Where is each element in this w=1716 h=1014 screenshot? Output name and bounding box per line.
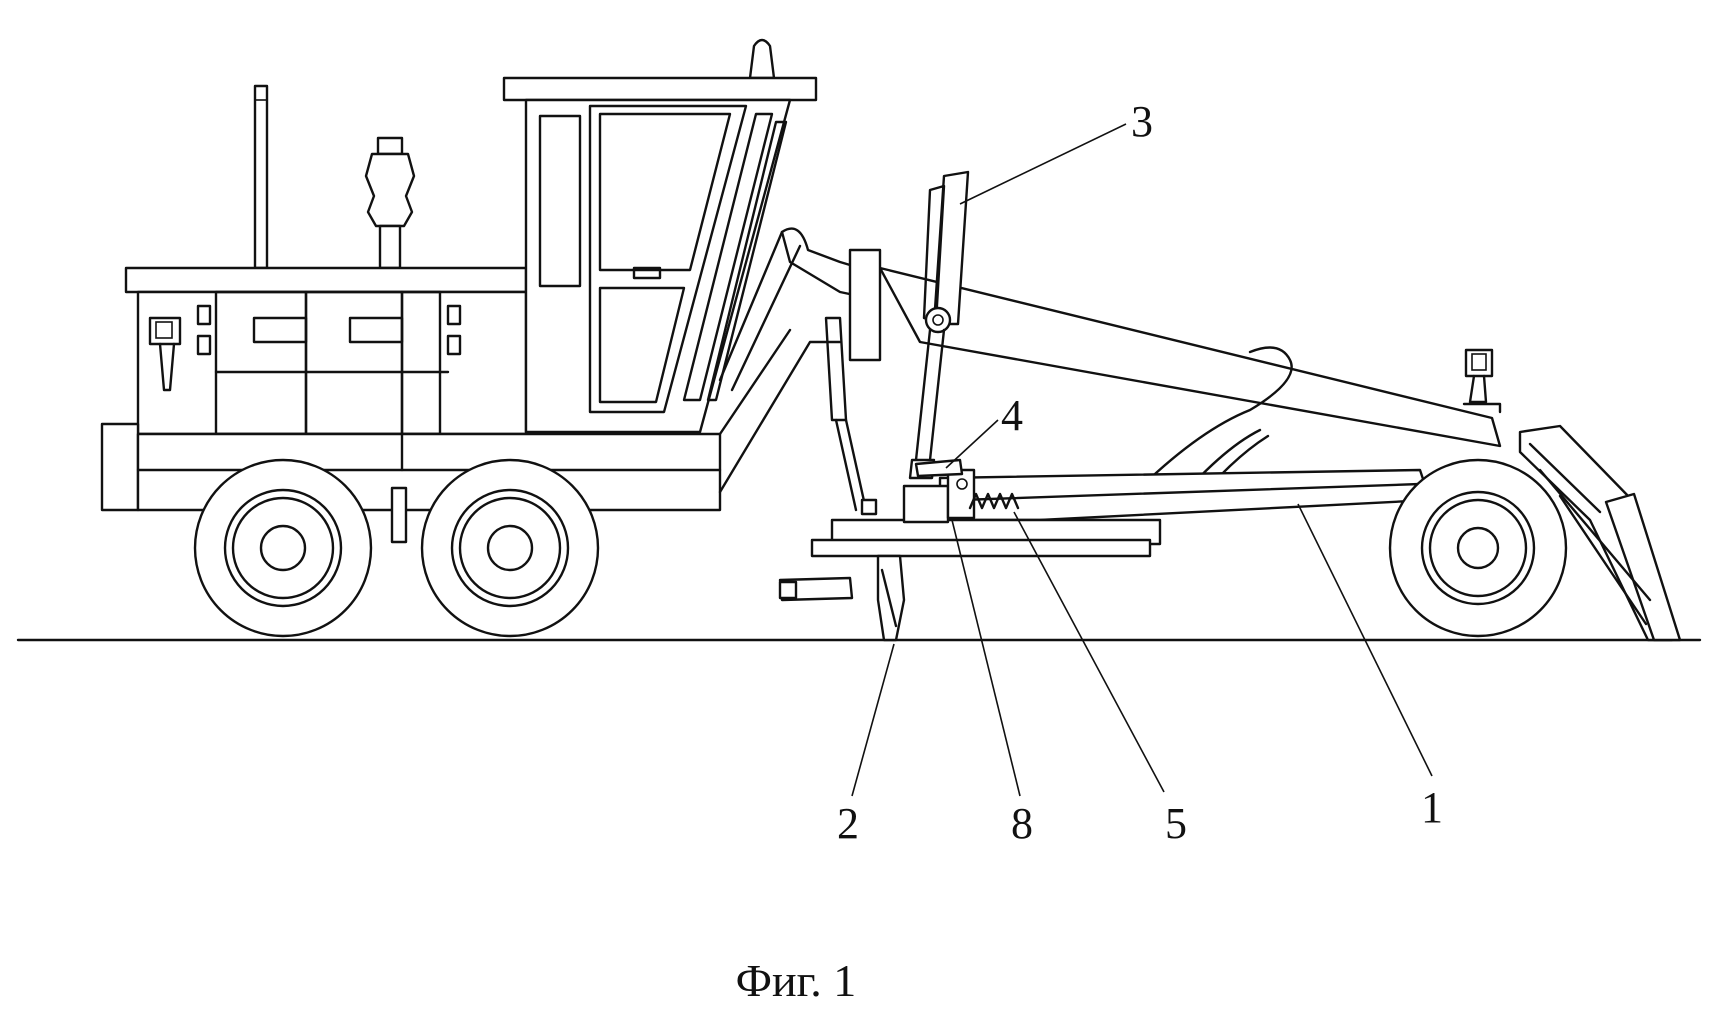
link-4 (914, 458, 964, 478)
leader-1 (1297, 503, 1433, 777)
leader-4 (945, 419, 999, 469)
callout-3: 3 (1131, 97, 1153, 146)
ripper-tooth-2 (876, 554, 906, 642)
leader-8 (951, 519, 1021, 797)
figure-caption: Фиг. 1 (736, 955, 857, 1006)
spring-5 (968, 492, 1020, 510)
front-blade (1518, 424, 1682, 642)
leader-3 (959, 123, 1127, 205)
callout-4: 4 (1001, 391, 1023, 440)
front-wheel (1388, 458, 1568, 638)
leader-5 (1013, 511, 1165, 793)
callout-8: 8 (1011, 799, 1033, 848)
rear-wheel-2 (420, 458, 600, 638)
leader-2 (851, 643, 895, 797)
rear-wheel-1 (193, 458, 373, 638)
boom-frame (878, 266, 1502, 522)
callout-1: 1 (1421, 783, 1443, 832)
engine-hood (124, 84, 528, 436)
lift-linkage (718, 227, 882, 516)
callout-2: 2 (837, 799, 859, 848)
ripper-frame (778, 518, 1162, 602)
bracket-8 (902, 468, 976, 524)
callout-5: 5 (1165, 799, 1187, 848)
operator-cab (502, 38, 818, 434)
